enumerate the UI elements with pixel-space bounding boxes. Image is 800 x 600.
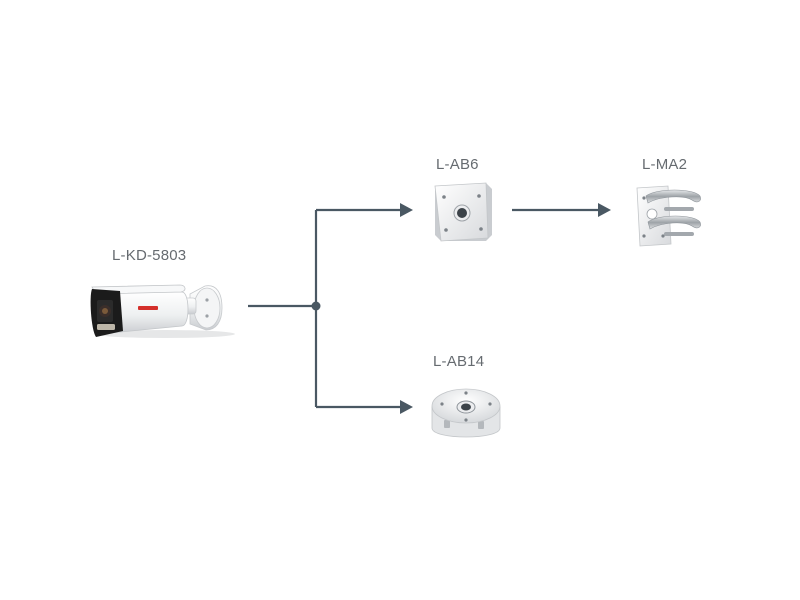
- ma2-clamp-upper: [645, 189, 701, 204]
- ab14-model-label: L-AB14: [433, 353, 485, 370]
- bullet-camera-icon: [90, 284, 235, 338]
- arrowhead-to-ab6: [400, 203, 413, 217]
- junction-dot: [311, 301, 321, 311]
- pole-mount-bracket-icon: [636, 185, 701, 247]
- camera-mount-base: [193, 287, 221, 329]
- ma2-model-label: L-MA2: [642, 156, 688, 173]
- square-junction-box-icon: [434, 182, 492, 242]
- connector-lines: [248, 208, 600, 409]
- camera-model-label: L-KD-5803: [112, 247, 187, 264]
- round-junction-box-icon: [431, 388, 501, 438]
- arrowhead-to-ab14: [400, 400, 413, 414]
- camera-brand-badge: [138, 306, 158, 310]
- ab6-model-label: L-AB6: [436, 156, 479, 173]
- camera-shadow: [95, 330, 235, 338]
- ma2-clamp-lower: [647, 215, 701, 230]
- arrowhead-to-ma2: [598, 203, 611, 217]
